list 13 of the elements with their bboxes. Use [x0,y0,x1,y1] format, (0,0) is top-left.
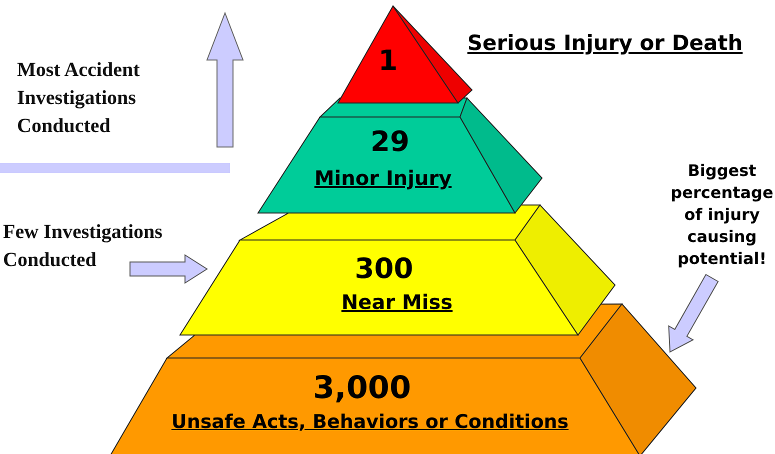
count-number: 3,000 [312,373,412,404]
tier-caption: Serious Injury or Death [467,33,743,54]
annotation-text: Biggest percentage of injury causing potential! [670,160,774,270]
annotation-text: Most Accident Investigations Conducted [17,58,141,139]
arrow [130,254,208,284]
arrow [668,274,719,353]
annotation-text: Few Investigations Conducted [3,220,164,273]
tier-label: Unsafe Acts, Behaviors or Conditions [171,413,569,432]
tier-label: Minor Injury [314,168,452,188]
count-number: 1 [378,47,398,75]
count-number: 29 [370,128,410,156]
tier-label: Near Miss [341,292,453,312]
count-number: 300 [354,255,414,283]
